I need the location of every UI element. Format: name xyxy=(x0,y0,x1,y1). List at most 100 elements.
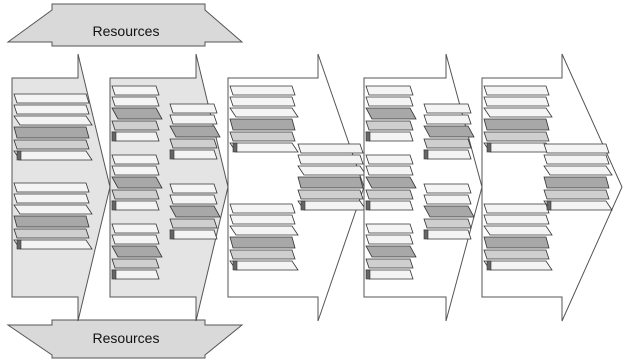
task-bar xyxy=(365,154,414,165)
task-bar xyxy=(229,225,299,236)
stage-5 xyxy=(481,53,623,322)
task-bar xyxy=(111,120,160,131)
task-bar xyxy=(543,143,610,154)
task-bar-cap xyxy=(16,239,22,250)
task-bar xyxy=(365,189,414,200)
stage-1 xyxy=(11,53,111,322)
task-bar xyxy=(423,205,475,218)
task-bar xyxy=(13,115,93,126)
task-bar xyxy=(297,165,367,176)
task-bar xyxy=(297,154,364,165)
resources-bottom-arrow xyxy=(6,319,244,359)
task-bar xyxy=(483,118,550,131)
task-bar xyxy=(483,131,550,142)
task-bar xyxy=(229,142,299,153)
task-bar xyxy=(483,260,553,271)
task-bar xyxy=(423,149,472,160)
task-bar xyxy=(543,189,610,200)
task-bar-cap xyxy=(365,200,371,211)
task-bar xyxy=(483,203,550,214)
task-bar xyxy=(365,234,414,245)
task-bar xyxy=(111,107,163,120)
task-bar xyxy=(297,143,364,154)
task-bar xyxy=(111,176,163,189)
task-bar xyxy=(111,154,160,165)
task-bar xyxy=(543,154,610,165)
task-bar xyxy=(423,194,472,205)
task-bar xyxy=(111,96,160,107)
resources-top-banner: Resources xyxy=(6,3,244,47)
task-bar xyxy=(297,189,364,200)
task-bar xyxy=(111,131,160,142)
task-bar xyxy=(543,176,610,189)
task-bar xyxy=(111,269,160,280)
task-bar xyxy=(423,125,475,138)
task-bar xyxy=(169,114,218,125)
task-bar-cap xyxy=(423,149,429,160)
task-bar xyxy=(543,200,613,211)
task-bar xyxy=(169,125,221,138)
task-bar xyxy=(543,165,613,176)
task-bar xyxy=(365,85,414,96)
task-bar xyxy=(423,218,472,229)
task-bar xyxy=(13,126,90,139)
task-bar xyxy=(111,223,160,234)
task-bar xyxy=(365,131,414,142)
task-bar xyxy=(169,229,218,240)
task-bar xyxy=(111,245,163,258)
task-bar xyxy=(111,189,160,200)
task-bar xyxy=(13,150,93,161)
task-bar xyxy=(423,229,472,240)
task-bar xyxy=(483,225,553,236)
resources-bottom-banner: Resources xyxy=(6,319,244,359)
task-bar xyxy=(423,183,472,194)
task-bar-cap xyxy=(111,131,117,142)
task-bar-cap xyxy=(486,142,492,153)
task-bar xyxy=(111,234,160,245)
task-bar xyxy=(365,165,414,176)
task-bar xyxy=(169,194,218,205)
task-bar xyxy=(169,218,218,229)
task-bar xyxy=(483,107,553,118)
task-bar xyxy=(423,103,472,114)
task-bar-cap xyxy=(232,260,238,271)
task-bar xyxy=(483,214,550,225)
task-bar xyxy=(297,200,367,211)
task-bar xyxy=(13,139,90,150)
task-bar xyxy=(13,204,93,215)
task-bar-cap xyxy=(423,229,429,240)
stage-3 xyxy=(227,53,367,322)
stage-4 xyxy=(363,53,483,322)
task-bar xyxy=(297,176,364,189)
task-bar xyxy=(423,114,472,125)
task-bar xyxy=(13,228,90,239)
task-bar-cap xyxy=(300,200,306,211)
task-bar xyxy=(169,183,218,194)
task-bar-cap xyxy=(169,149,175,160)
task-bar xyxy=(13,93,90,104)
task-bar xyxy=(229,236,296,249)
task-bar xyxy=(229,96,296,107)
task-bar-cap xyxy=(365,131,371,142)
task-bar xyxy=(365,96,414,107)
task-bar xyxy=(365,200,414,211)
task-bar xyxy=(229,118,296,131)
task-bar xyxy=(111,200,160,211)
task-bar xyxy=(483,249,550,260)
task-bar xyxy=(111,85,160,96)
task-bar-cap xyxy=(365,269,371,280)
task-bar-cap xyxy=(169,229,175,240)
stage-2 xyxy=(109,53,229,322)
task-bar xyxy=(365,107,417,120)
process-stages xyxy=(11,53,623,322)
task-bar-cap xyxy=(546,200,552,211)
task-bar xyxy=(423,138,472,149)
task-bar xyxy=(169,138,218,149)
task-bar xyxy=(111,258,160,269)
task-bar xyxy=(229,131,296,142)
task-bar xyxy=(229,260,299,271)
task-bar xyxy=(13,239,93,250)
task-bar xyxy=(365,245,417,258)
task-bar xyxy=(229,85,296,96)
